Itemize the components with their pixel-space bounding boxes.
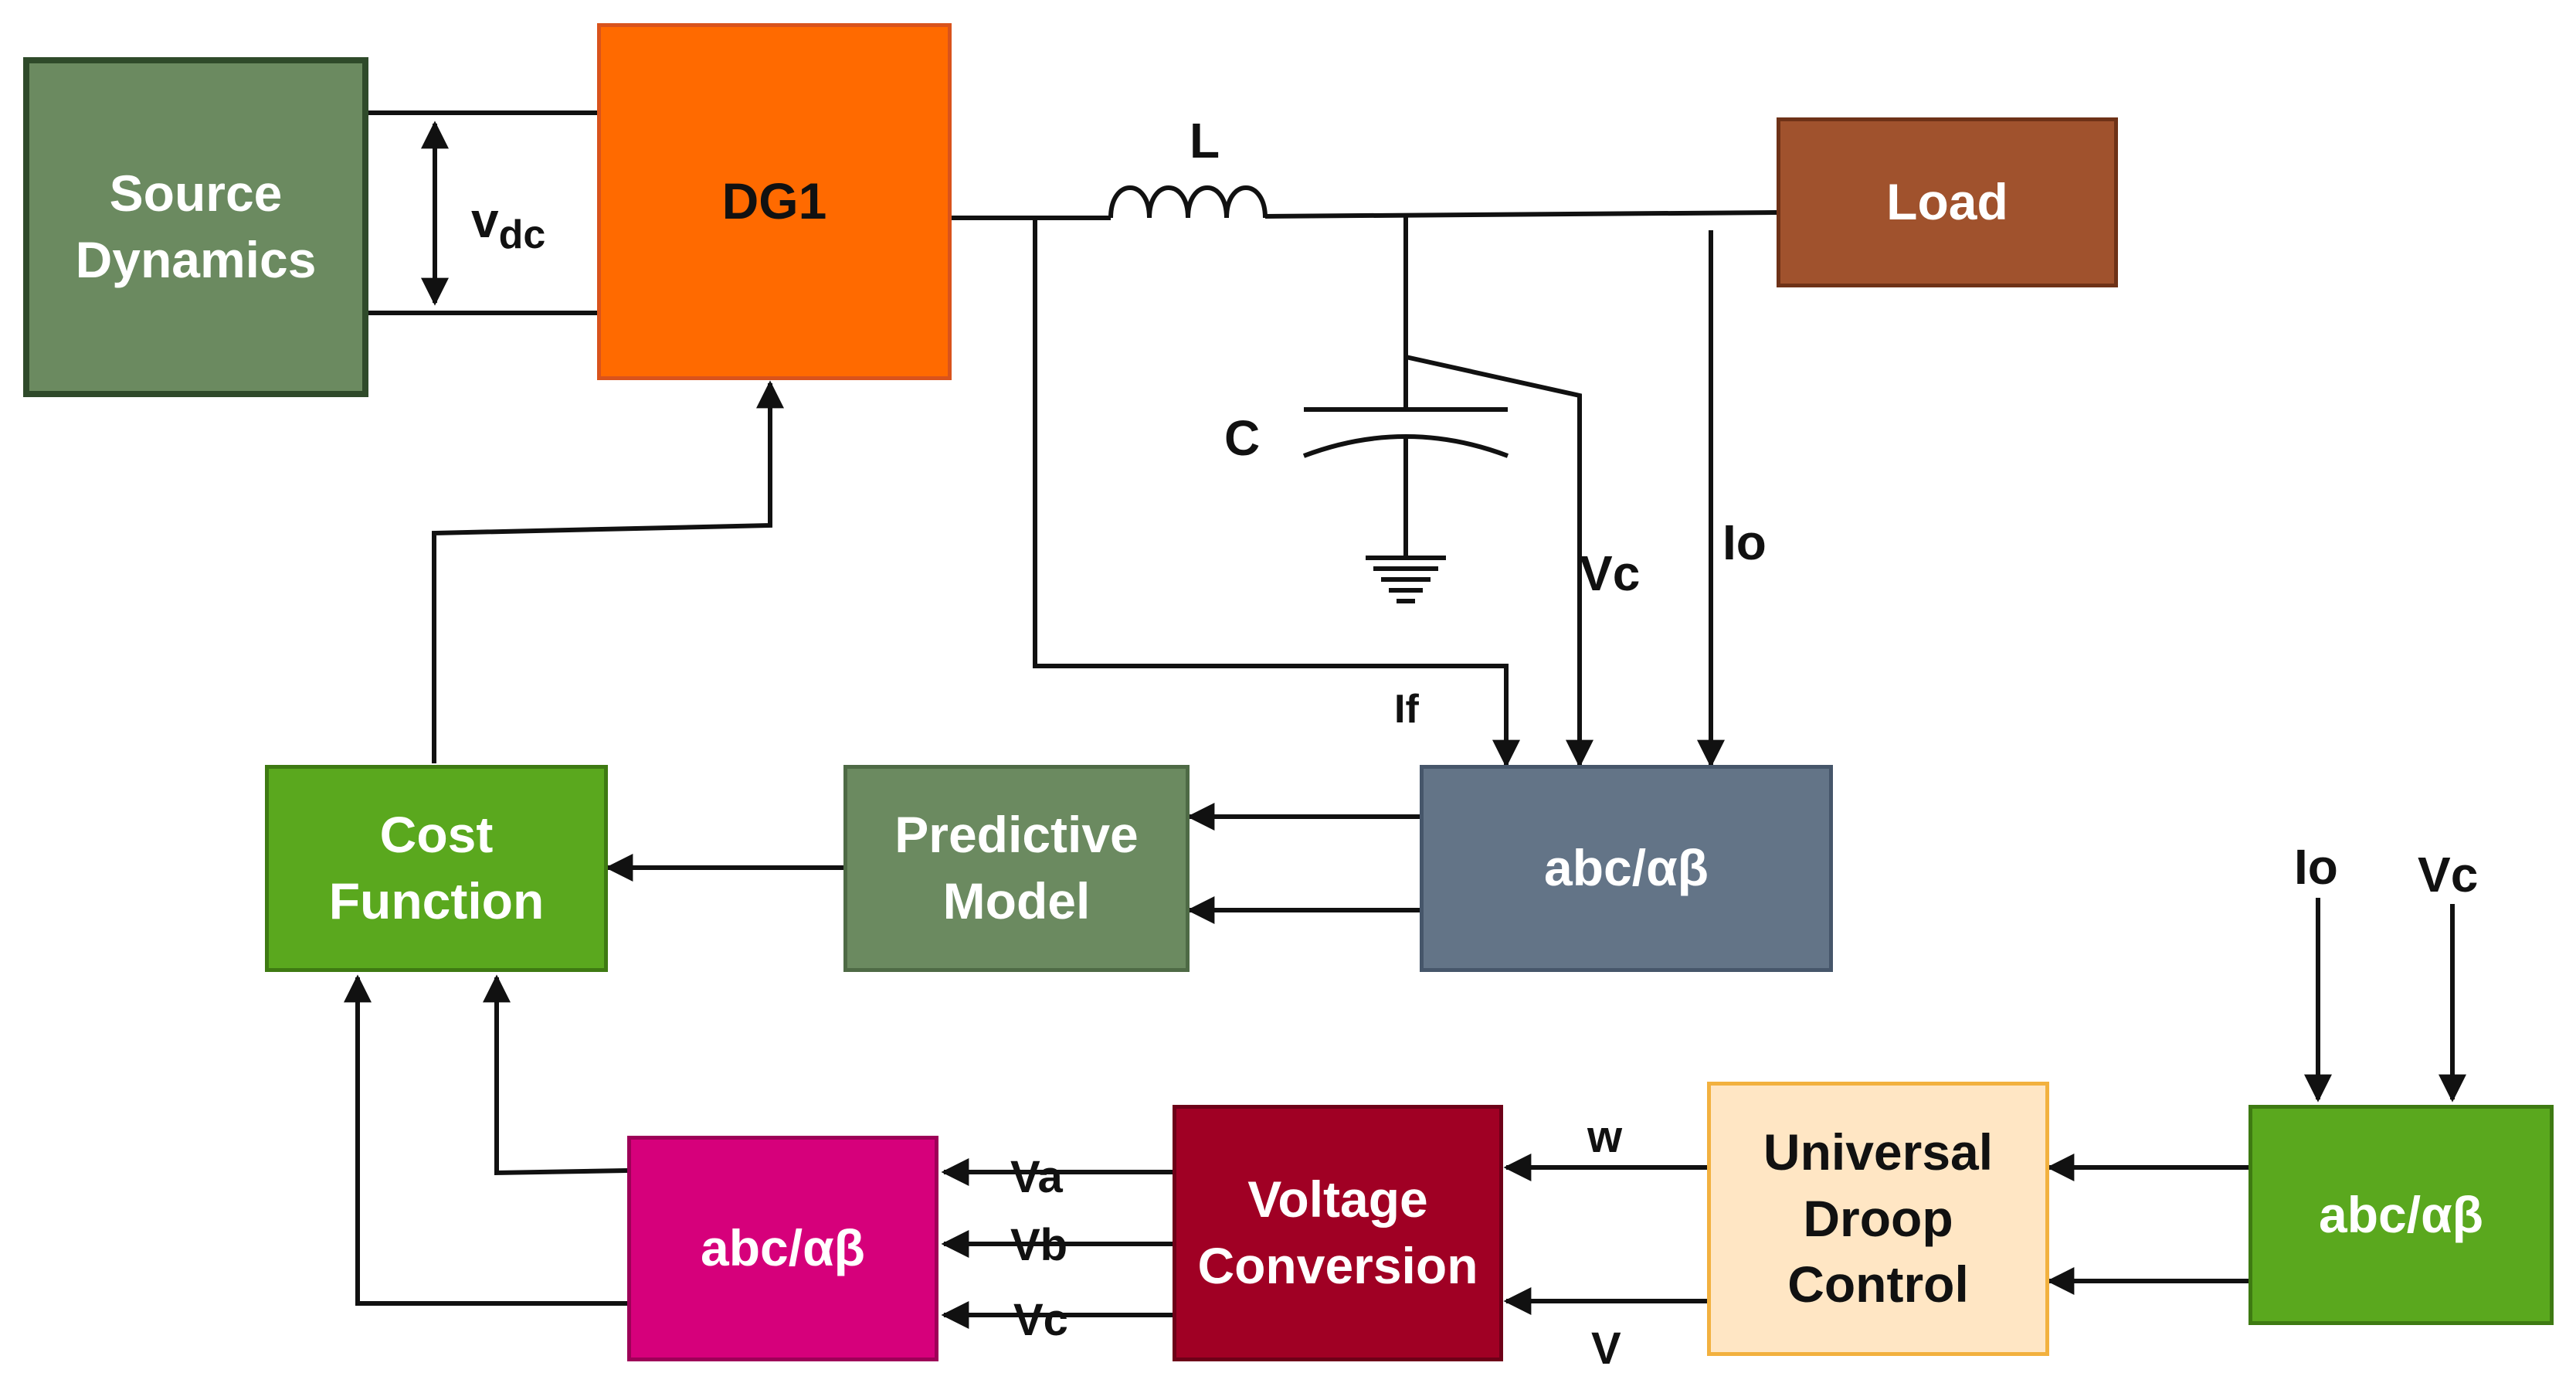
wire-if-measure [1033,218,1520,768]
dg1-block: DG1 [597,23,952,380]
abc-alphabeta-block-top: abc/αβ [1420,765,1833,972]
voltage-conversion-block: Voltage Conversion [1173,1105,1503,1361]
predictive-model-label: Predictive Model [894,806,1139,929]
source-dynamics-block: Source Dynamics [23,57,368,397]
abc-alphabeta-top-label: abc/αβ [1544,839,1709,897]
abc-alphabeta-block-pink: abc/αβ [627,1136,938,1361]
va-label: Va [1010,1152,1063,1202]
if-measure-label: If [1394,687,1419,732]
source-dynamics-label: Source Dynamics [75,165,317,288]
cost-function-label: Cost Function [328,806,545,929]
voltage-conversion-label: Voltage Conversion [1197,1171,1478,1294]
wire-vc-measure [1405,355,1593,768]
predictive-model-block: Predictive Model [843,765,1190,972]
abc-alphabeta-green-label: abc/αβ [2319,1185,2483,1243]
inductor-label: L [1190,113,1220,168]
load-label: Load [1886,173,2008,231]
capacitor-label: C [1224,410,1261,466]
voltage-magnitude-label: V [1591,1324,1621,1374]
wire-abc-cost-1 [483,974,628,1176]
io-measure-label: Io [1722,515,1767,570]
vb-label: Vb [1010,1220,1068,1270]
vc-measure-label: Vc [1580,545,1641,601]
wire-inductor-load [1264,210,1777,219]
omega-label: w [1587,1112,1623,1162]
abc-alphabeta-pink-label: abc/αβ [701,1219,865,1277]
wire-abc-cost-2 [344,974,627,1306]
vdc-label: vdc [471,192,545,258]
universal-droop-control-block: Universal Droop Control [1707,1082,2049,1356]
abc-alphabeta-block-green: abc/αβ [2248,1105,2554,1325]
vdc-label-subscript: dc [498,212,546,257]
cost-function-block: Cost Function [265,765,608,972]
vc-output-label: Vc [1013,1295,1068,1345]
wire-cost-dg1 [432,380,784,763]
vc-input-label: Vc [2418,847,2479,902]
load-block: Load [1777,117,2118,287]
universal-droop-control-label: Universal Droop Control [1763,1123,1994,1313]
vdc-label-main: v [471,192,499,248]
io-input-label: Io [2294,839,2338,895]
dg1-label: DG1 [721,172,827,230]
inductor-symbol [1108,185,1268,219]
